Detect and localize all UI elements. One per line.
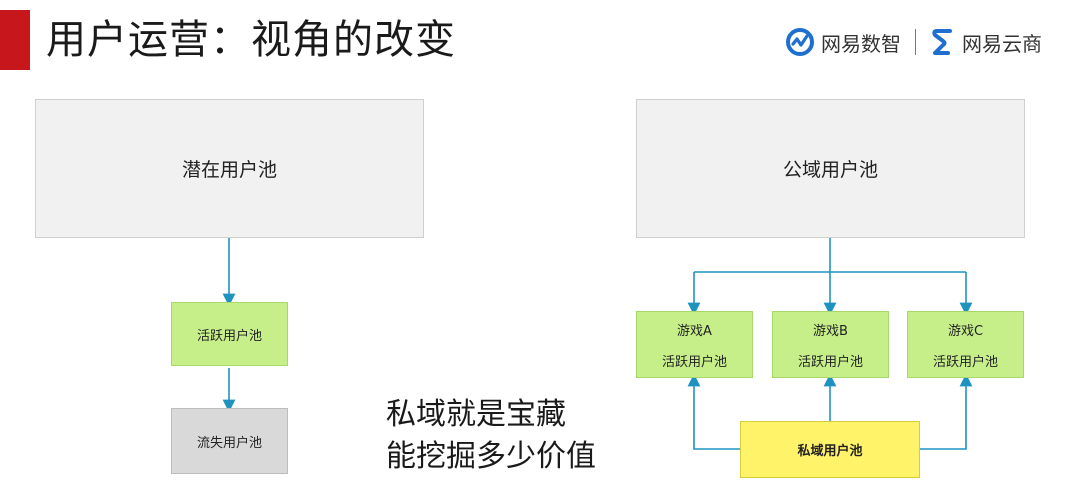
game-a-active-pool: 活跃用户池	[661, 354, 727, 370]
netease-yunshang-text: 网易云商	[962, 31, 1042, 56]
logo-separator	[915, 29, 916, 55]
game-b-box: 游戏B 活跃用户池	[772, 311, 889, 378]
page-title: 用户运营：视角的改变	[46, 17, 456, 63]
brand-logos: 网易数智 网易云商	[785, 24, 1042, 60]
active-user-pool-box: 活跃用户池	[171, 302, 288, 366]
netease-shuzhi-logo: 网易数智	[785, 27, 901, 57]
game-c-active-pool: 活跃用户池	[932, 354, 998, 370]
slogan: 私域就是宝藏 能挖掘多少价值	[386, 394, 596, 478]
churned-user-pool-box: 流失用户池	[171, 408, 288, 474]
game-b-active-pool: 活跃用户池	[797, 354, 863, 370]
slogan-line-1: 私域就是宝藏	[386, 397, 566, 432]
arrow-private-to-game-c	[920, 373, 973, 450]
slogan-line-2: 能挖掘多少价值	[386, 439, 596, 474]
potential-user-pool-box: 潜在用户池	[35, 99, 424, 238]
game-a-box: 游戏A 活跃用户池	[636, 311, 753, 378]
netease-shuzhi-text: 网易数智	[821, 31, 901, 56]
netease-shuzhi-icon	[786, 28, 814, 56]
title-accent-bar	[0, 10, 30, 70]
public-user-pool-box: 公域用户池	[636, 99, 1025, 238]
private-user-pool-box: 私域用户池	[740, 421, 920, 478]
netease-yunshang-icon	[932, 29, 952, 55]
netease-yunshang-logo: 网易云商	[930, 27, 1042, 57]
game-c-box: 游戏C 活跃用户池	[907, 311, 1024, 378]
arrow-private-to-game-a	[687, 373, 740, 450]
game-c-name: 游戏C	[947, 323, 984, 339]
game-a-name: 游戏A	[677, 323, 712, 339]
game-b-name: 游戏B	[813, 323, 848, 339]
